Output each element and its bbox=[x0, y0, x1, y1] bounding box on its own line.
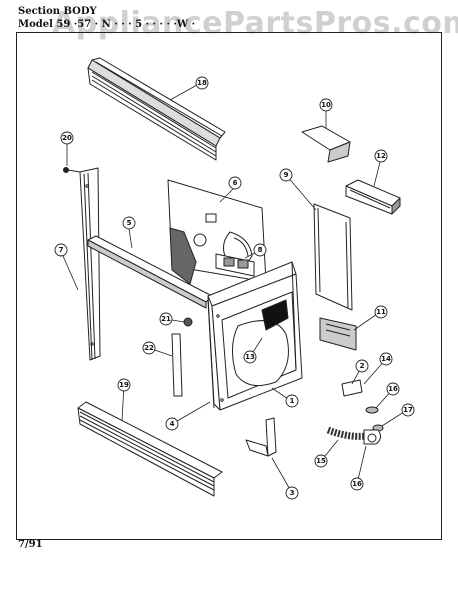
callout-6: 6 bbox=[233, 179, 238, 187]
callout-1: 1 bbox=[290, 397, 295, 405]
callout-13: 13 bbox=[245, 353, 255, 361]
part-3-bracket bbox=[245, 417, 277, 457]
callout-16-upper: 16 bbox=[388, 385, 398, 393]
part-8-bracket bbox=[215, 253, 255, 277]
callout-5: 5 bbox=[127, 219, 132, 227]
part-9-side-panel bbox=[313, 203, 353, 311]
callout-8: 8 bbox=[258, 246, 263, 254]
callout-18: 18 bbox=[197, 79, 207, 87]
part-20-screw bbox=[63, 167, 81, 173]
part-18-top-rail bbox=[87, 57, 226, 161]
callout-12: 12 bbox=[376, 152, 386, 160]
callout-20: 20 bbox=[62, 134, 72, 142]
callout-21: 21 bbox=[161, 315, 171, 323]
part-2-bracket bbox=[341, 379, 363, 397]
callout-4: 4 bbox=[170, 420, 175, 428]
part-10-cover bbox=[301, 125, 351, 163]
callout-17: 17 bbox=[403, 406, 413, 414]
model-number: 59 ·57 · N · · · 5 · · · · ·W · bbox=[56, 19, 196, 30]
callout-10: 10 bbox=[321, 101, 331, 109]
callout-circles bbox=[54, 76, 415, 500]
part-11-label-plate bbox=[319, 317, 357, 351]
part-5-front-bar bbox=[87, 235, 213, 309]
part-22-strip bbox=[171, 333, 183, 397]
section-title: Section BODY bbox=[18, 6, 97, 17]
callout-3: 3 bbox=[290, 489, 295, 497]
part-12-channel bbox=[345, 179, 401, 215]
callout-7: 7 bbox=[59, 246, 64, 254]
diagram-frame bbox=[16, 32, 442, 540]
callout-19: 19 bbox=[119, 381, 129, 389]
model-label-text: Model bbox=[18, 19, 53, 30]
callout-11: 11 bbox=[376, 308, 386, 316]
part-1-cabinet bbox=[207, 261, 303, 411]
part-19-bottom-rail bbox=[77, 401, 223, 497]
callout-2: 2 bbox=[360, 362, 365, 370]
model-label: Model 59 ·57 · N · · · 5 · · · · ·W · bbox=[18, 19, 195, 30]
part-16-washer bbox=[365, 406, 379, 414]
callout-9: 9 bbox=[284, 171, 289, 179]
callout-16-lower: 16 bbox=[352, 480, 362, 488]
part-15-drain-hose bbox=[326, 426, 382, 445]
leader-lines bbox=[62, 84, 408, 494]
callout-22: 22 bbox=[144, 344, 154, 352]
callout-15: 15 bbox=[316, 457, 326, 465]
part-21-bolt bbox=[183, 317, 193, 327]
callout-14: 14 bbox=[381, 355, 391, 363]
revision-date: 7/91 bbox=[18, 539, 43, 550]
part-7-left-rail bbox=[79, 167, 101, 361]
watermark-text: AppliancePartsPros.com bbox=[52, 6, 458, 41]
